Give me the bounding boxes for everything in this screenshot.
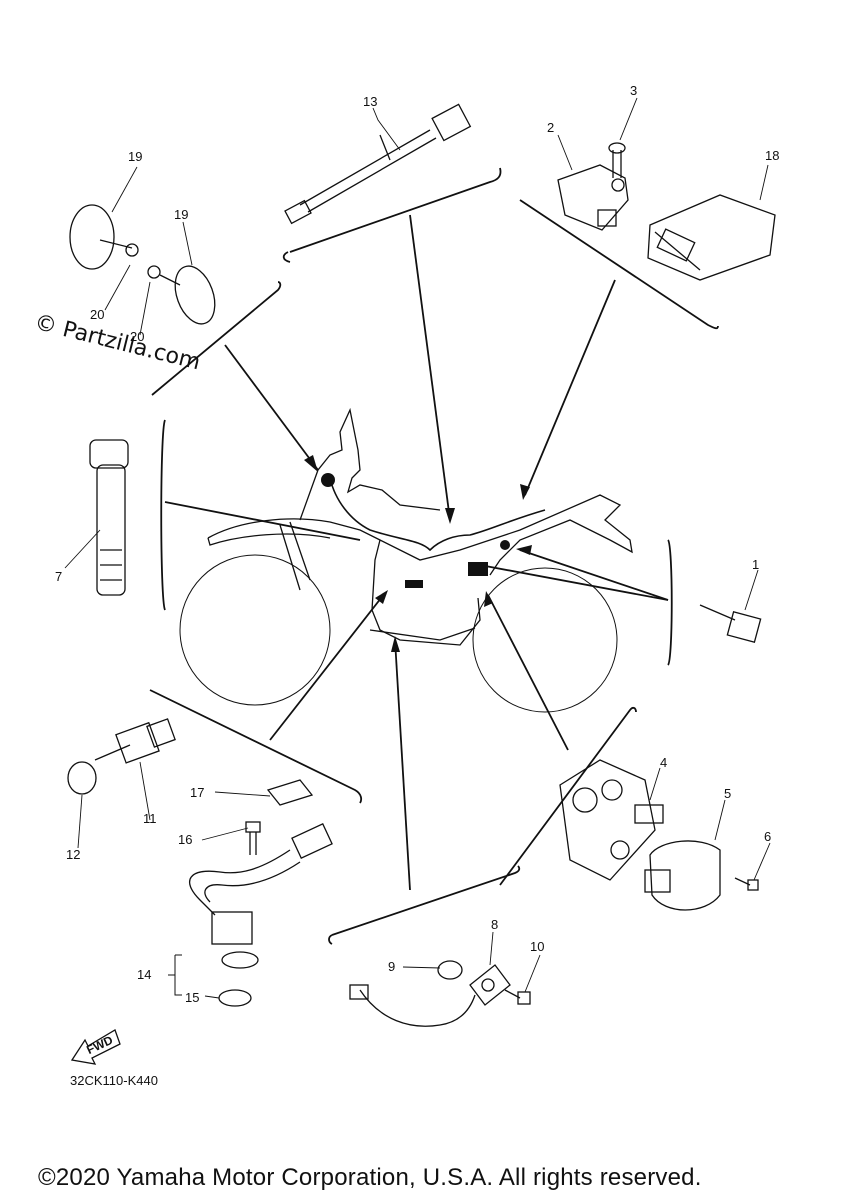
callout-14: 14: [137, 967, 152, 982]
callout-7: 7: [55, 569, 63, 584]
part-6-screw: [734, 877, 759, 891]
part-19-reflector-rear: [147, 265, 216, 325]
callout-13: 13: [363, 94, 378, 109]
part-10-bolt: [504, 989, 531, 1005]
callout-19-rear: 19: [174, 207, 189, 222]
copyright-notice: ©2020 Yamaha Motor Corporation, U.S.A. A…: [38, 1164, 702, 1191]
callout-12: 12: [66, 847, 81, 862]
callout-20-rear: 20: [130, 329, 145, 344]
part-9-o-ring: [437, 960, 463, 980]
section-dividers: [149, 167, 719, 945]
callout-17: 17: [190, 785, 205, 800]
callout-6: 6: [764, 829, 772, 844]
leader-lines: [64, 97, 771, 999]
callout-3: 3: [630, 83, 638, 98]
callout-5: 5: [724, 786, 732, 801]
callout-2: 2: [547, 120, 555, 135]
pointer-arrows: [224, 214, 669, 891]
part-17-clamp: [266, 779, 314, 806]
part-2-sensor: [557, 164, 629, 231]
part-12-washer: [67, 761, 97, 795]
callout-bracket-14-15: [168, 954, 182, 996]
callout-9: 9: [388, 959, 396, 974]
callout-20-front: 20: [90, 307, 105, 322]
fwd-arrow-icon: [70, 1029, 121, 1065]
part-15-o-ring: [218, 989, 252, 1007]
callout-4: 4: [660, 755, 668, 770]
part-4-throttle-position-sensor: [559, 759, 664, 881]
callout-18: 18: [765, 148, 780, 163]
part-8-sensor: [349, 964, 511, 1027]
part-7-ignition-coil: [89, 439, 129, 596]
part-14-speed-sensor: [188, 822, 333, 969]
part-18-ecu: [647, 194, 776, 281]
part-16-bolt: [245, 821, 261, 855]
motorcycle-outline: [179, 407, 633, 713]
part-3-screw: [608, 142, 626, 178]
part-19-reflector-front: [69, 204, 139, 270]
wire-harness: [329, 477, 546, 552]
part-11-temperature-sensor: [94, 718, 176, 764]
arrow-heads: [304, 455, 532, 652]
part-13-lead-wire: [284, 103, 472, 225]
part-1-switch: [699, 604, 762, 644]
callout-10: 10: [530, 939, 545, 954]
part-5-cover: [644, 840, 721, 911]
callout-15: 15: [185, 990, 200, 1005]
callout-11: 11: [143, 811, 157, 826]
diagram-code: 32CK110-K440: [70, 1073, 158, 1088]
callout-8: 8: [491, 917, 499, 932]
callout-16: 16: [178, 832, 193, 847]
callout-1: 1: [752, 557, 760, 572]
callout-19-front: 19: [128, 149, 143, 164]
